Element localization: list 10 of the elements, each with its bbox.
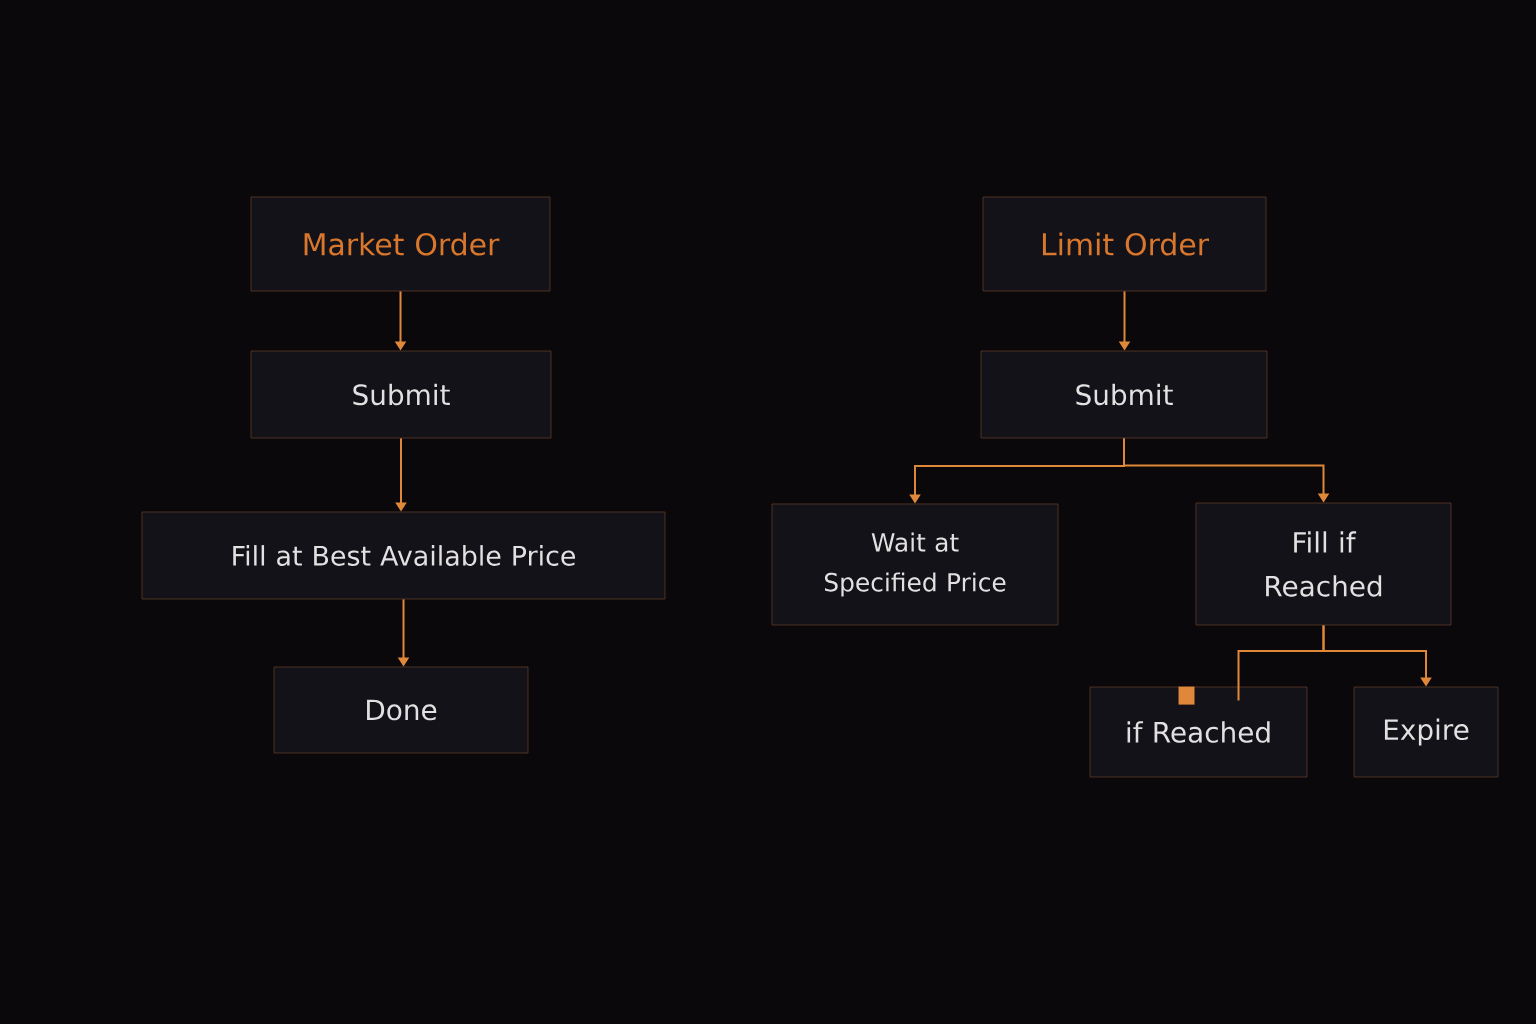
process-box: if Reached (1089, 686, 1308, 778)
process-box: Done (273, 666, 529, 754)
title-box: Limit Order (982, 196, 1267, 292)
process-box: Expire (1353, 686, 1499, 778)
process-box: Fill at Best Available Price (141, 511, 666, 600)
process-box: Submit (980, 350, 1268, 439)
title-box: Market Order (250, 196, 551, 292)
process-box: Fill if Reached (1195, 502, 1452, 626)
process-box: Wait at Specified Price (771, 503, 1059, 626)
process-box: Submit (250, 350, 552, 439)
